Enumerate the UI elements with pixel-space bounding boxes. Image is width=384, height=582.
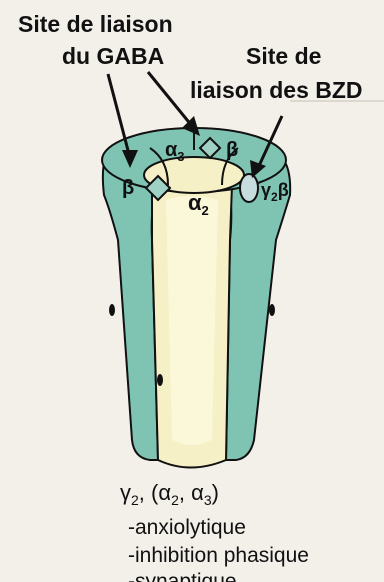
effect-item-inhibition-phasique: -inhibition phasique xyxy=(128,544,309,567)
receptor-back-subunit xyxy=(166,196,218,445)
subunit-beta-top: β xyxy=(226,139,238,161)
membrane-dot-left xyxy=(109,304,115,316)
gaba-site-label-line2: du GABA xyxy=(62,43,164,69)
membrane-dot-right xyxy=(269,304,275,316)
effect-item-synaptique: -synaptique xyxy=(128,570,237,582)
effect-item-anxiolytique: -anxiolytique xyxy=(128,516,246,539)
membrane-dot-mid xyxy=(157,374,163,386)
bzd-site-oval xyxy=(240,174,258,202)
bzd-site-label-line2: liaison des BZD xyxy=(190,77,363,103)
subunit-beta-left: β xyxy=(122,177,134,199)
gaba-site-label-line1: Site de liaison xyxy=(18,11,173,37)
bzd-site-label-line1: Site de xyxy=(246,43,321,69)
receptor-composition: γ2, (α2, α3) xyxy=(120,480,219,508)
